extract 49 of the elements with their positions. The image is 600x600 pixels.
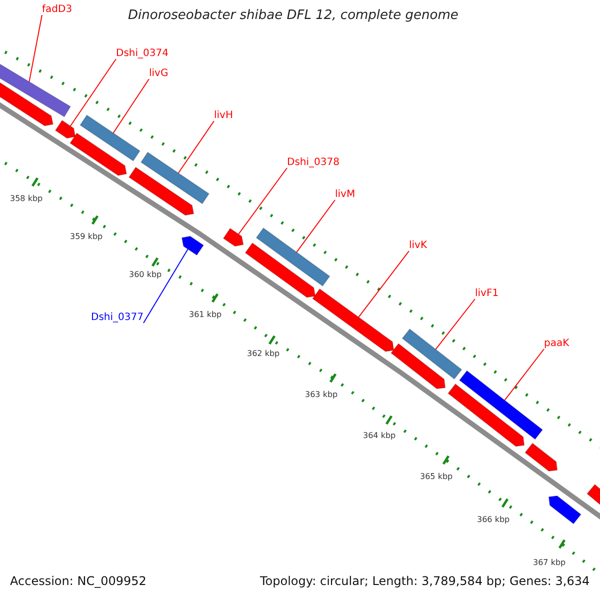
leader-line: [178, 120, 214, 174]
position-label: 364 kbp: [363, 430, 396, 442]
gene-label: Dshi_0374: [116, 48, 168, 60]
gene-label: paaK: [544, 338, 570, 350]
accession-text: Accession: NC_009952: [10, 575, 146, 587]
gene-bar: [402, 328, 462, 380]
gene-bar: [458, 370, 544, 440]
position-label: 362 kbp: [247, 348, 280, 360]
gene-bar: [524, 442, 558, 472]
position-label: 363 kbp: [305, 389, 338, 401]
gene-label: livK: [409, 240, 428, 252]
leader-line: [504, 348, 544, 401]
gene-label: livH: [214, 110, 233, 122]
gene-bar: [181, 236, 204, 256]
position-label: 361 kbp: [189, 309, 222, 321]
gene-bar: [140, 152, 210, 204]
leader-line: [358, 250, 410, 318]
position-label: 359 kbp: [70, 231, 103, 243]
leader-line: [435, 298, 476, 350]
gene-bar: [128, 166, 194, 216]
gene-bar: [54, 120, 76, 139]
gene-label: Dshi_0378: [287, 157, 340, 169]
position-label: 360 kbp: [129, 269, 162, 281]
leader-line: [143, 248, 188, 324]
gene-bar: [79, 114, 141, 162]
gene-bar: [548, 495, 582, 524]
gene-bar: [256, 227, 330, 287]
gene-bar: [244, 242, 316, 298]
gene-bar: [69, 132, 128, 176]
gene-label: livM: [335, 189, 356, 201]
gene-label: fadD3: [42, 4, 72, 16]
position-label: 365 kbp: [420, 471, 453, 483]
position-label: 366 kbp: [477, 514, 510, 526]
gene-label: livG: [149, 68, 168, 80]
leader-line: [70, 58, 116, 126]
title: Dinoroseobacter shibae DFL 12, complete genome: [128, 10, 458, 22]
gene-label: Dshi_0377: [91, 312, 144, 324]
gene-bar: [447, 383, 525, 447]
gene-label: livF1: [475, 288, 499, 300]
position-label: 358 kbp: [10, 193, 43, 205]
leader-line: [112, 78, 150, 134]
position-label: 367 kbp: [533, 557, 566, 569]
leader-line: [296, 200, 336, 253]
genome-info-text: Topology: circular; Length: 3,789,584 bp; Genes: 3,634: [260, 575, 590, 587]
gene-bar: [222, 228, 244, 247]
leader-line: [238, 168, 288, 235]
gene-bar: [390, 342, 446, 390]
gene-bar: [312, 288, 394, 352]
leader-line: [28, 14, 42, 82]
